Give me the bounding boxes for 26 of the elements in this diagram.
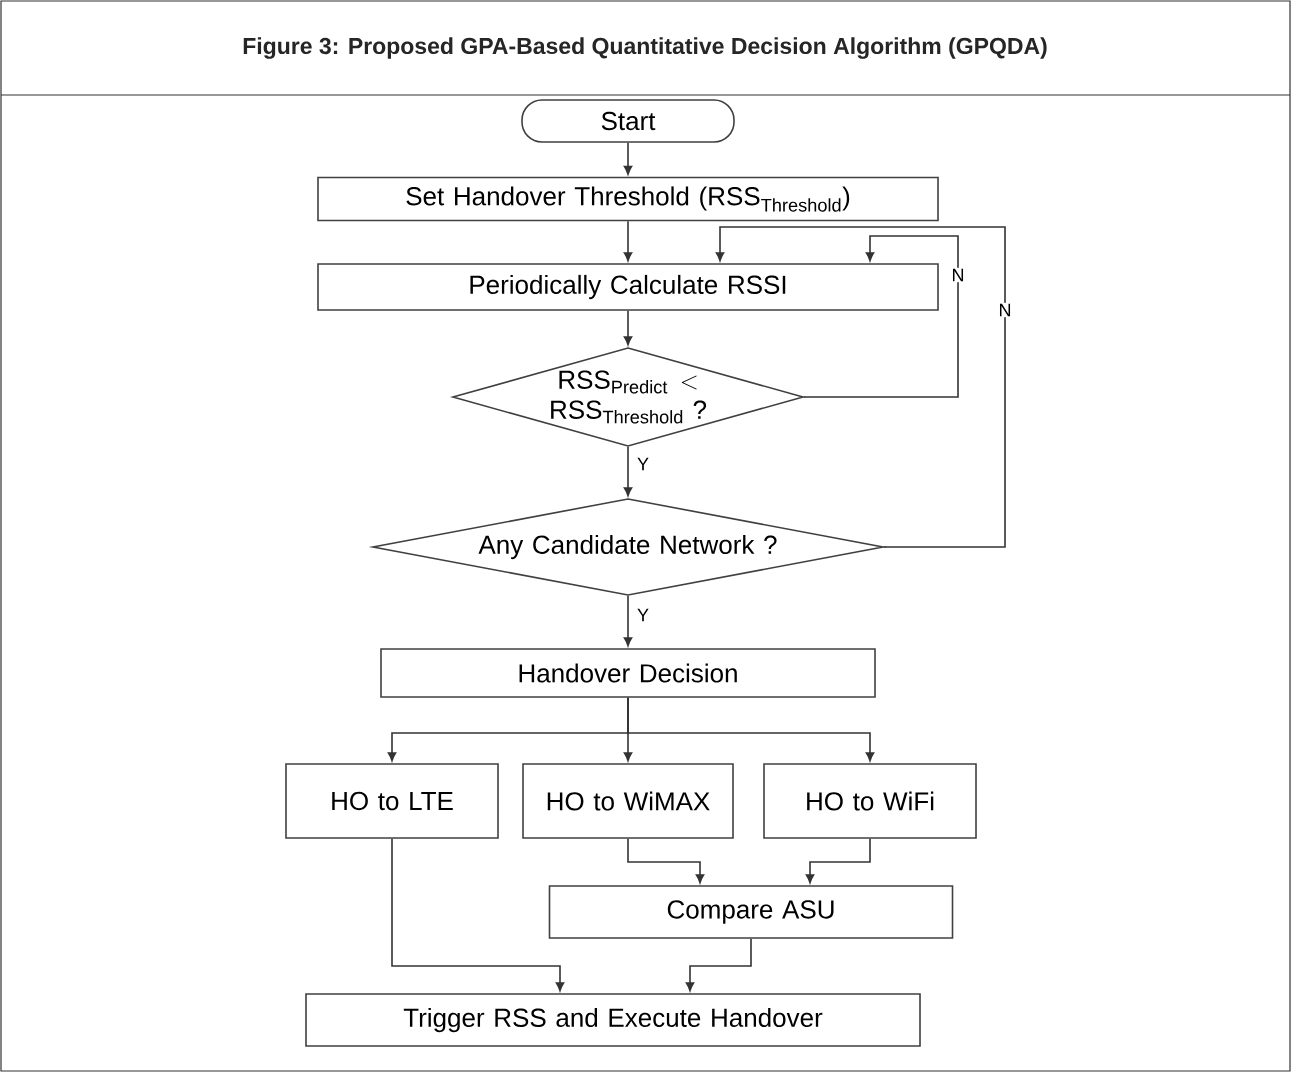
edge-label: Y — [636, 607, 650, 623]
arrow — [715, 226, 1006, 548]
process-box: Periodically Calculate RSSI — [317, 263, 939, 311]
process-box: Handover Decision — [380, 648, 876, 698]
arrow — [627, 838, 705, 884]
arrow — [623, 142, 633, 175]
process-box: HO to WiMAX — [522, 763, 734, 839]
edge-label: N — [950, 267, 966, 283]
edge-label: N — [997, 302, 1013, 318]
arrow — [391, 838, 565, 992]
start-terminal: Start — [521, 99, 735, 143]
arrow — [803, 235, 959, 398]
process-box: HO to WiFi — [763, 763, 977, 839]
process-box: HO to LTE — [285, 763, 499, 839]
edge-label: Y — [636, 456, 650, 472]
process-box: Trigger RSS and Execute Handover — [305, 993, 921, 1047]
figure-title: Figure 3: Proposed GPA-Based Quantitative Decision Algorithm (GPQDA) — [243, 37, 1047, 59]
arrow — [685, 938, 752, 992]
arrow — [805, 838, 871, 884]
arrow — [623, 310, 633, 346]
arrow — [627, 697, 875, 762]
arrow — [623, 595, 633, 647]
arrow — [623, 220, 633, 262]
process-box: Compare ASU — [548, 885, 954, 939]
process-box: $\text{Set Handover Threshold (RSS}_{\text{Threshold}}\text{)}$ — [317, 176, 939, 222]
arrow — [623, 446, 633, 497]
